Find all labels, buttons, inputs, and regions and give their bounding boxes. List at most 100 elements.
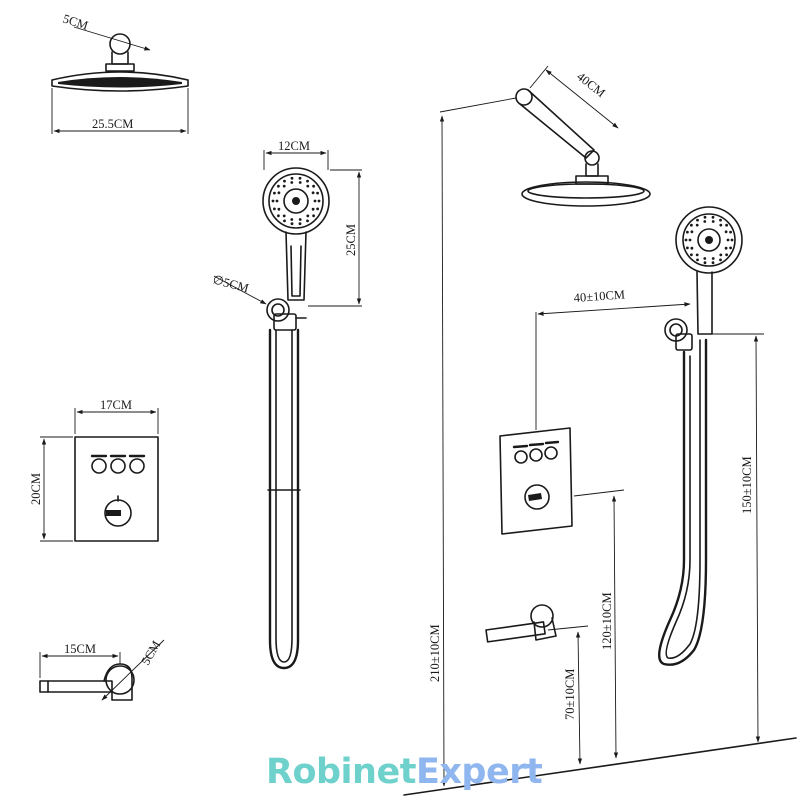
shower-hose	[268, 328, 300, 670]
rain-head-nozzles	[58, 77, 182, 88]
nozzle-dot	[695, 253, 699, 257]
nozzle-dot	[695, 223, 699, 227]
nozzle-dot	[711, 215, 715, 219]
nozzle-dot	[298, 176, 302, 180]
shower-head-joint	[105, 63, 135, 72]
installed-valve-button-1	[514, 450, 528, 464]
nozzle-dot	[729, 230, 732, 234]
nozzle-dot	[690, 253, 693, 257]
nozzle-dot	[275, 199, 279, 203]
valve-width-label: 17CM	[100, 398, 132, 412]
installed-rain-head-top	[527, 183, 645, 199]
holder-wall-flange-inner	[271, 303, 285, 317]
nozzle-dot	[306, 214, 310, 218]
hand-shower-detail: 12CM 25CM ∅5CM	[211, 139, 362, 670]
nozzle-dot	[725, 223, 728, 227]
installed-holder-outlet	[675, 333, 693, 351]
installed-hand-head	[675, 206, 743, 274]
arm-wall-flange	[515, 88, 533, 106]
floor-line	[403, 737, 797, 796]
nozzle-dot	[730, 238, 734, 242]
nozzle-dot	[306, 179, 309, 183]
holder-offset-dim-line	[537, 302, 691, 316]
valve-button-3	[129, 458, 145, 474]
nozzle-dot	[703, 257, 707, 260]
nozzle-dot	[724, 230, 728, 234]
hand-shower-center	[292, 197, 300, 205]
nozzle-dot	[282, 214, 286, 218]
arm-length-dim-line	[545, 69, 619, 129]
nozzle-dot	[729, 246, 732, 250]
nozzle-dot	[726, 238, 730, 242]
installed-rain-head	[521, 181, 651, 207]
nozzle-dot	[277, 207, 281, 211]
nozzle-dot	[724, 246, 728, 250]
valve-plate	[74, 436, 159, 542]
nozzle-dot	[312, 214, 315, 218]
nozzle-dot	[703, 261, 707, 265]
spout-diameter-dim-line	[101, 639, 165, 701]
holder-wall-flange	[266, 298, 290, 322]
hand-shower-handle-inner	[290, 245, 302, 297]
nozzle-dot	[690, 246, 694, 250]
hand-width-label: 12CM	[278, 139, 310, 153]
installed-valve-marks	[512, 440, 560, 449]
nozzle-dot	[273, 207, 276, 211]
nozzle-dot	[311, 207, 315, 211]
valve-floor-dim-line	[611, 495, 619, 759]
valve-button-2	[110, 458, 126, 474]
arm-length-label: 40CM	[574, 69, 608, 100]
installed-valve-plate	[499, 427, 573, 535]
hand-shower-nozzles	[271, 176, 321, 226]
installed-hand-center-ring	[697, 228, 721, 252]
nozzle-dot	[316, 207, 319, 211]
hand-shower-center-ring	[283, 188, 309, 214]
nozzle-dot	[290, 218, 294, 221]
valve-floor-label: 120±10CM	[600, 592, 614, 650]
spout-length-label: 15CM	[64, 642, 96, 656]
installed-hand-center	[705, 236, 713, 244]
nozzle-dot	[306, 184, 310, 188]
nozzle-dot	[290, 181, 294, 184]
installed-hand-face-ring	[682, 213, 736, 267]
hand-shower-head	[262, 167, 330, 235]
installed-spout-collar	[533, 617, 557, 641]
installed-assembly: 40CM 40±10CM 210±10CM	[403, 65, 797, 796]
spout-detail: 15CM 5CM	[39, 638, 165, 701]
nozzle-dot	[290, 176, 294, 180]
valve-plate-detail: 17CM 20CM	[29, 398, 159, 542]
spout-floor-dim-line	[575, 631, 583, 765]
nozzle-dot	[703, 215, 707, 219]
holder-floor-label: 150±10CM	[740, 456, 754, 514]
nozzle-dot	[686, 246, 689, 250]
watermark-part1: Robinet	[266, 752, 416, 792]
holder-offset-label: 40±10CM	[573, 287, 625, 305]
nozzle-dot	[711, 220, 715, 223]
rain-head-disc	[51, 71, 189, 92]
nozzle-dot	[316, 191, 319, 195]
nozzle-dot	[684, 238, 688, 242]
nozzle-dot	[312, 184, 315, 188]
spout-body	[39, 680, 113, 693]
nozzle-dot	[690, 230, 694, 234]
installed-thermostat-knob	[524, 484, 550, 510]
holder-diameter-label: ∅5CM	[211, 272, 250, 295]
installed-spout-flange	[530, 604, 554, 628]
hand-shower-face-ring	[268, 173, 324, 229]
installed-spout-body	[485, 621, 546, 643]
watermark-part2: Expert	[415, 752, 543, 792]
nozzle-dot	[690, 223, 693, 227]
nozzle-dot	[703, 220, 707, 223]
spout-flange	[103, 663, 133, 701]
nozzle-dot	[277, 191, 281, 195]
installed-thermostat-mark	[528, 493, 542, 501]
nozzle-dot	[277, 214, 280, 218]
spout-wall-ring	[105, 665, 135, 695]
nozzle-dot	[711, 261, 715, 265]
watermark-logo: RobinetExpert	[266, 752, 543, 792]
installed-hose-inner	[665, 339, 701, 660]
nozzle-dot	[719, 218, 722, 222]
nozzle-dot	[311, 191, 315, 195]
arm-diameter-label: 5CM	[61, 12, 90, 33]
